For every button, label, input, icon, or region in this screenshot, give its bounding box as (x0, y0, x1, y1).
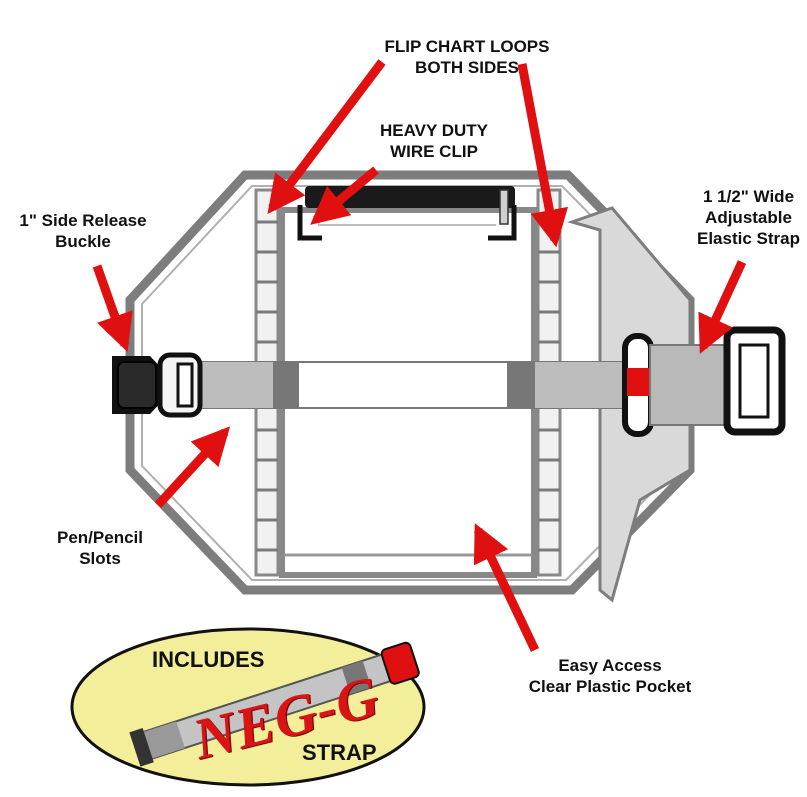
badge-strap-icon (129, 641, 420, 767)
buckle-line1: 1" Side Release (19, 211, 147, 230)
buckle-line2: Buckle (55, 232, 111, 251)
strap-line2: Adjustable (705, 208, 792, 227)
pocket-line1: Easy Access (558, 656, 662, 675)
label-buckle: 1" Side Release Buckle (0, 210, 166, 252)
label-flip-chart-loops: FLIP CHART LOOPS BOTH SIDES (372, 36, 562, 78)
label-pen-slots: Pen/Pencil Slots (30, 527, 170, 569)
arrow-pocket (473, 523, 540, 652)
badge-includes: INCLUDES (152, 647, 265, 672)
arrow-buckle (92, 264, 133, 353)
pen-line2: Slots (79, 549, 121, 568)
strap-line3: Elastic Strap (697, 229, 800, 248)
arrows (92, 59, 747, 652)
pocket-line2: Clear Plastic Pocket (528, 677, 692, 696)
wire-clip-line1: HEAVY DUTY (379, 121, 488, 140)
arrow-flip-chart-left (267, 59, 386, 215)
arrow-pen-slots (154, 426, 231, 509)
side-release-buckle (112, 352, 203, 418)
arrow-wire-clip (310, 166, 379, 225)
flip-chart-line2: BOTH SIDES (415, 58, 519, 77)
arrow-flip-chart-right (517, 63, 569, 248)
flip-chart-line1: FLIP CHART LOOPS (384, 37, 550, 56)
arrow-elastic-strap (698, 260, 747, 354)
badge-strap: STRAP (302, 740, 377, 765)
pen-line1: Pen/Pencil (57, 528, 143, 547)
label-pocket: Easy Access Clear Plastic Pocket (500, 655, 720, 697)
wire-clip-line2: WIRE CLIP (390, 142, 478, 161)
strap-line1: 1 1/2" Wide (702, 187, 795, 206)
elastic-strap-hardware (622, 326, 786, 437)
wire-clip (297, 186, 517, 241)
label-elastic-strap: 1 1/2" Wide Adjustable Elastic Strap (690, 186, 807, 249)
label-wire-clip: HEAVY DUTY WIRE CLIP (364, 120, 504, 162)
